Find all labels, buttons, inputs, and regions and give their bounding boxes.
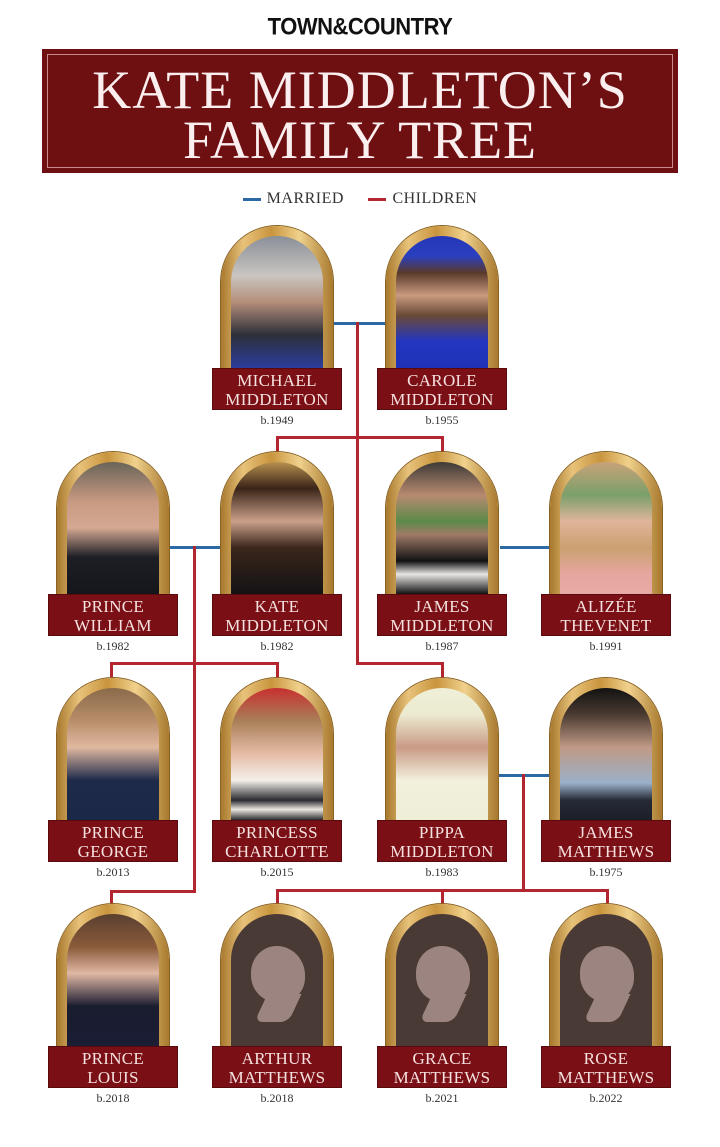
children-line-to-rose xyxy=(606,889,609,904)
silhouette-placeholder xyxy=(396,914,488,1046)
married-line-william-kate xyxy=(170,546,224,549)
gold-arch-frame xyxy=(386,678,498,820)
birth-year: b.1949 xyxy=(260,413,294,427)
birth-year: b.1983 xyxy=(425,865,459,879)
gold-arch-frame xyxy=(550,452,662,594)
married-line-pippa-matthews xyxy=(498,774,552,777)
portrait-photo xyxy=(231,688,323,820)
gold-arch-frame xyxy=(221,226,333,368)
married-line-icon xyxy=(242,197,261,201)
birth-year: b.1982 xyxy=(260,639,294,653)
children-line-matthews-trunk xyxy=(522,774,525,892)
child-silhouette-icon xyxy=(251,946,305,1002)
legend: MARRIED CHILDREN xyxy=(0,190,720,208)
children-line-icon xyxy=(368,197,387,201)
children-line-to-louis xyxy=(110,890,113,904)
birth-year: b.1987 xyxy=(425,639,459,653)
title-banner: KATE MIDDLETON’S FAMILY TREE xyxy=(42,49,678,173)
birth-year: b.2022 xyxy=(589,1091,623,1105)
birth-year: b.1991 xyxy=(589,639,623,653)
gold-arch-frame xyxy=(57,452,169,594)
silhouette-placeholder xyxy=(560,914,652,1046)
title-line-1: KATE MIDDLETON’S xyxy=(92,60,628,120)
child-silhouette-icon xyxy=(416,946,470,1002)
title-banner-border xyxy=(47,54,673,168)
portrait-photo xyxy=(560,688,652,820)
married-line-james-alizee xyxy=(500,546,552,549)
portrait-photo xyxy=(396,688,488,820)
children-line-to-louis-h xyxy=(110,890,196,893)
birth-year: b.2018 xyxy=(96,1091,130,1105)
gold-arch-frame xyxy=(550,678,662,820)
children-line-wales-row3 xyxy=(110,662,279,665)
birth-year: b.1982 xyxy=(96,639,130,653)
portrait-photo xyxy=(67,462,159,594)
portrait-photo xyxy=(396,236,488,368)
birth-year: b.2021 xyxy=(425,1091,459,1105)
gold-arch-frame xyxy=(386,452,498,594)
gold-arch-frame xyxy=(550,904,662,1046)
brand-logo: TOWN&COUNTRY xyxy=(267,12,453,41)
portrait-photo xyxy=(67,914,159,1046)
children-line-to-pippa-h xyxy=(356,662,444,665)
children-line-to-kate xyxy=(276,436,279,452)
children-line-to-grace xyxy=(441,889,444,904)
children-line-middleton-trunk xyxy=(356,322,359,665)
children-line-to-arthur xyxy=(276,889,279,904)
children-line-to-james xyxy=(441,436,444,452)
portrait-photo xyxy=(231,236,323,368)
birth-year: b.2013 xyxy=(96,865,130,879)
children-line-to-charlotte xyxy=(276,662,279,678)
portrait-photo xyxy=(231,462,323,594)
silhouette-placeholder xyxy=(231,914,323,1046)
legend-children: CHILDREN xyxy=(368,190,477,207)
portrait-photo xyxy=(67,688,159,820)
portrait-photo xyxy=(560,462,652,594)
birth-year: b.2018 xyxy=(260,1091,294,1105)
gold-arch-frame xyxy=(221,678,333,820)
birth-year: b.2015 xyxy=(260,865,294,879)
children-line-wales-trunk xyxy=(193,546,196,893)
children-line-to-pippa xyxy=(441,662,444,678)
children-line-to-george xyxy=(110,662,113,678)
legend-married: MARRIED xyxy=(242,190,344,207)
married-line-michael-carole xyxy=(334,322,388,325)
gold-arch-frame xyxy=(221,452,333,594)
gold-arch-frame xyxy=(221,904,333,1046)
gold-arch-frame xyxy=(57,904,169,1046)
children-line-middleton-row2 xyxy=(276,436,444,439)
title-line-2: FAMILY TREE xyxy=(182,110,538,170)
gold-arch-frame xyxy=(386,226,498,368)
gold-arch-frame xyxy=(386,904,498,1046)
child-silhouette-icon xyxy=(580,946,634,1002)
birth-year: b.1955 xyxy=(425,413,459,427)
birth-year: b.1975 xyxy=(589,865,623,879)
gold-arch-frame xyxy=(57,678,169,820)
portrait-photo xyxy=(396,462,488,594)
